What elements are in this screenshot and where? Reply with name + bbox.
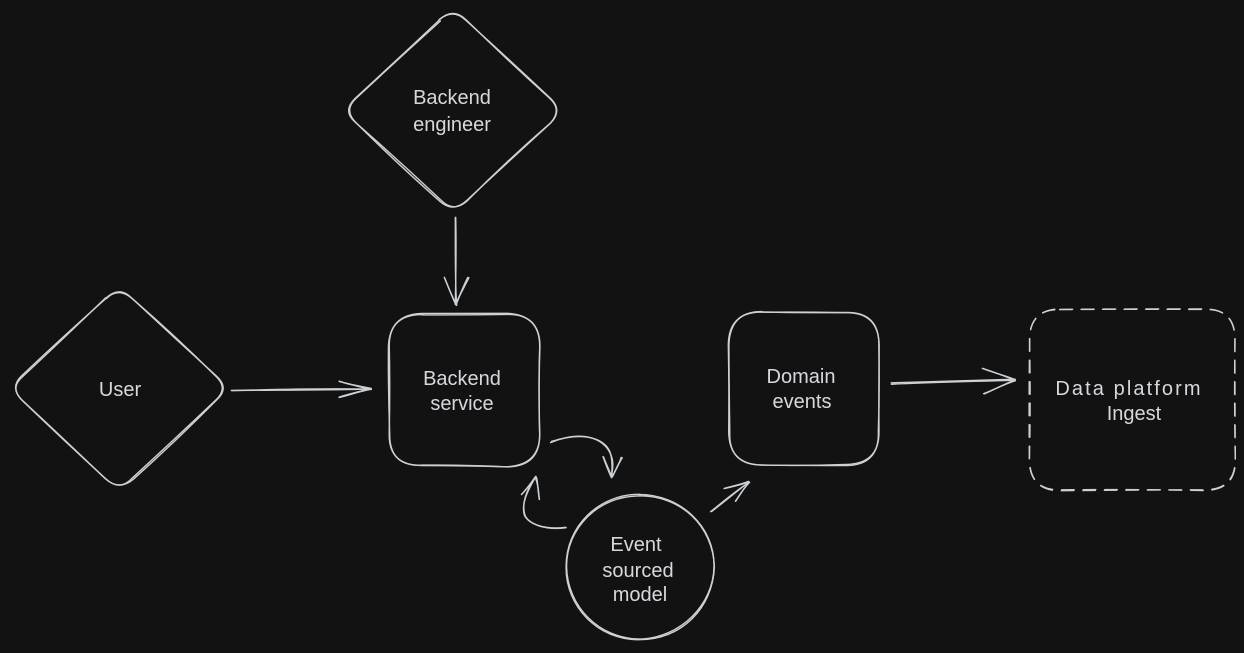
svg-text:Backend: Backend	[413, 87, 491, 109]
svg-text:Domain: Domain	[767, 366, 836, 388]
svg-text:Backend: Backend	[423, 368, 501, 390]
svg-text:engineer: engineer	[413, 114, 491, 136]
svg-text:Ingest: Ingest	[1107, 403, 1162, 425]
svg-text:Data platform: Data platform	[1055, 378, 1202, 400]
svg-text:events: events	[773, 391, 832, 413]
svg-text:service: service	[430, 393, 493, 415]
svg-text:User: User	[99, 379, 142, 401]
svg-text:Event: Event	[610, 534, 662, 556]
svg-text:model: model	[613, 584, 667, 606]
svg-text:sourced: sourced	[602, 560, 673, 582]
